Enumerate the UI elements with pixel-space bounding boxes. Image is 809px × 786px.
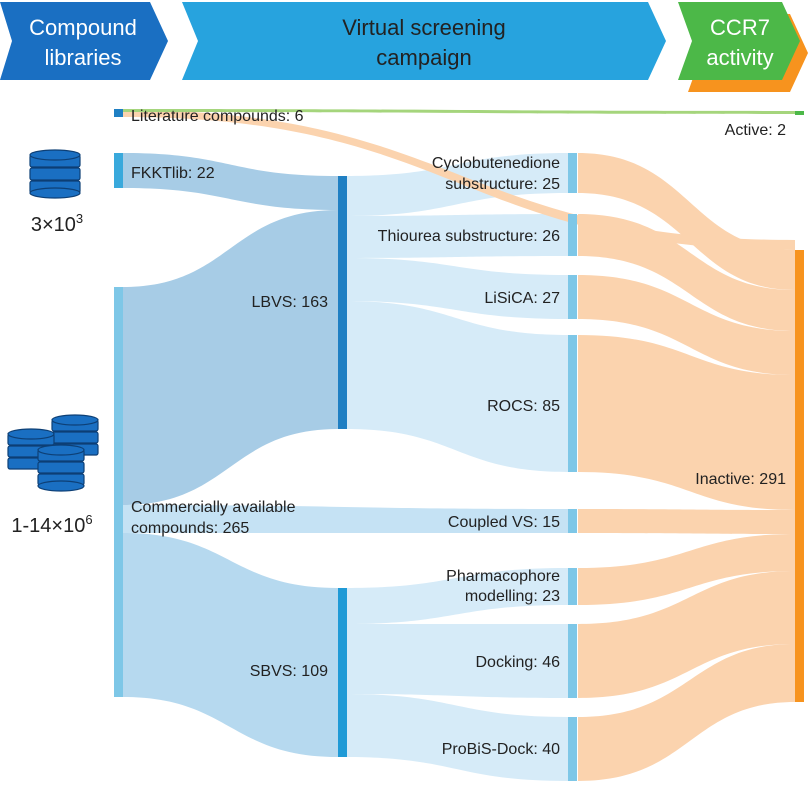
stage-virtual-screening: Virtual screening campaign (182, 2, 666, 80)
node-docking (568, 624, 577, 698)
label-commercial-line-1: Commercially available (131, 499, 296, 516)
flow-rocs-inactive (578, 335, 795, 510)
header: Compound libraries Virtual screening cam… (0, 2, 808, 92)
flow-docking-inactive (578, 571, 795, 698)
flow-lbvs-rocs (346, 301, 568, 472)
node-lbvs (338, 176, 347, 429)
label-thiourea: Thiourea substructure: 26 (378, 228, 560, 245)
stage-label-line-1: Compound (29, 15, 137, 40)
label-active: Active: 2 (725, 122, 786, 139)
flow-coupled-inactive (578, 509, 795, 534)
node-cyclobutenedione (568, 153, 577, 193)
database-icon-small (29, 149, 81, 199)
flow-lbvs-thiourea (346, 214, 568, 258)
label-pharmacophore-line-2: modelling: 23 (465, 588, 560, 605)
label-cyclobutenedione-line-2: substructure: 25 (445, 176, 560, 193)
stage-compound-libraries: Compound libraries (0, 2, 168, 80)
flow-literature-inactive (123, 110, 795, 250)
flow-lisica-inactive (578, 275, 795, 375)
flows (123, 109, 795, 781)
labels: Literature compounds: 6 FKKTlib: 22 Comm… (131, 108, 786, 758)
stage-label-line-1: CCR7 (710, 15, 770, 40)
flow-sbvs-probis (346, 694, 568, 781)
node-inactive (795, 250, 804, 702)
flow-commercial-coupled (123, 505, 568, 533)
label-lbvs: LBVS: 163 (252, 294, 329, 311)
stage-label-line-2: campaign (376, 45, 471, 70)
node-sbvs (338, 588, 347, 757)
label-inactive: Inactive: 291 (695, 471, 786, 488)
node-pharmacophore (568, 568, 577, 605)
label-rocs: ROCS: 85 (487, 398, 560, 415)
node-lisica (568, 275, 577, 319)
stage-ccr7-activity: CCR7 activity (678, 2, 808, 92)
label-pharmacophore-line-1: Pharmacophore (446, 568, 560, 585)
chevron-shape (0, 2, 168, 80)
flow-lbvs-lisica (346, 258, 568, 319)
library-size-large: 1-14×106 (11, 512, 92, 537)
node-probis (568, 717, 577, 781)
node-thiourea (568, 214, 577, 256)
node-active (795, 111, 804, 115)
flow-commercial-lbvs (123, 210, 338, 505)
flow-thiourea-inactive (578, 214, 795, 331)
library-size-small: 3×103 (31, 211, 83, 236)
flow-sbvs-docking (346, 624, 568, 698)
node-coupled (568, 509, 577, 533)
nodes (114, 109, 804, 781)
flow-pharmacophore-inactive (578, 534, 795, 605)
node-literature (114, 109, 123, 117)
flow-fkktlib-lbvs (123, 153, 338, 210)
chevron-shape (182, 2, 666, 80)
label-sbvs: SBVS: 109 (250, 663, 328, 680)
flow-commercial-sbvs (123, 533, 338, 757)
node-commercial (114, 287, 123, 697)
label-fkktlib: FKKTlib: 22 (131, 165, 215, 182)
label-coupled: Coupled VS: 15 (448, 514, 560, 531)
label-cyclobutenedione-line-1: Cyclobutenedione (432, 155, 560, 172)
flow-sbvs-pharmacophore (346, 568, 568, 624)
flow-lbvs-cyclobutenedione (346, 153, 568, 216)
database-icon-large (7, 414, 99, 492)
node-fkktlib (114, 153, 123, 188)
node-rocs (568, 335, 577, 472)
label-probis: ProBiS-Dock: 40 (442, 741, 560, 758)
label-literature: Literature compounds: 6 (131, 108, 304, 125)
flow-literature-active (123, 109, 795, 114)
chevron-shape (678, 2, 800, 80)
label-commercial-line-2: compounds: 265 (131, 520, 249, 537)
stage-label-line-2: libraries (44, 45, 121, 70)
stage-label-line-2: activity (706, 45, 773, 70)
label-docking: Docking: 46 (476, 654, 561, 671)
flow-cyclobutenedione-inactive (578, 153, 795, 290)
flow-probis-inactive (578, 644, 795, 781)
label-lisica: LiSiCA: 27 (484, 290, 560, 307)
stage-label-line-1: Virtual screening (342, 15, 505, 40)
